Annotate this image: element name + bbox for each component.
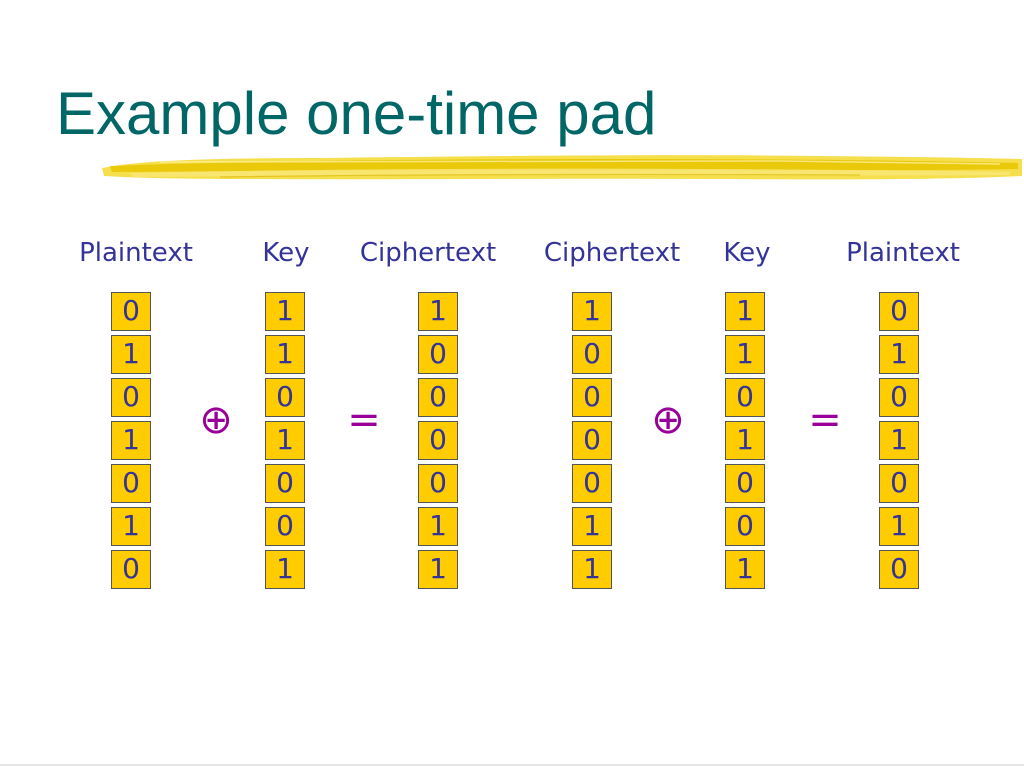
bit-cell: 0 — [265, 378, 305, 417]
bit-cell: 0 — [572, 335, 612, 374]
bit-column-key-2: 1 1 0 1 0 0 1 — [725, 292, 765, 593]
bit-cell: 0 — [572, 378, 612, 417]
label-key-2: Key — [723, 238, 771, 268]
bit-cell: 1 — [418, 550, 458, 589]
bit-cell: 1 — [111, 421, 151, 460]
xor-operator: ⊕ — [199, 397, 233, 443]
equals-operator: = — [347, 397, 381, 443]
bit-cell: 0 — [879, 550, 919, 589]
bit-cell: 0 — [418, 464, 458, 503]
bit-cell: 1 — [418, 507, 458, 546]
bit-cell: 0 — [879, 464, 919, 503]
bit-column-ciphertext-2: 1 0 0 0 0 1 1 — [572, 292, 612, 593]
bit-cell: 1 — [265, 335, 305, 374]
bit-cell: 1 — [725, 335, 765, 374]
xor-operator-2: ⊕ — [651, 397, 685, 443]
bit-cell: 0 — [725, 378, 765, 417]
label-plaintext: Plaintext — [79, 238, 193, 268]
bit-cell: 0 — [418, 421, 458, 460]
bit-cell: 0 — [879, 378, 919, 417]
slide-title: Example one-time pad — [56, 80, 657, 147]
bit-cell: 0 — [265, 464, 305, 503]
bit-cell: 1 — [725, 421, 765, 460]
brush-stroke-underline — [102, 155, 1022, 180]
label-key: Key — [262, 238, 310, 268]
bit-cell: 0 — [725, 507, 765, 546]
bit-cell: 1 — [111, 335, 151, 374]
bit-column-plaintext-2: 0 1 0 1 0 1 0 — [879, 292, 919, 593]
bit-cell: 1 — [572, 507, 612, 546]
bit-cell: 1 — [265, 550, 305, 589]
bit-cell: 1 — [879, 421, 919, 460]
bit-cell: 0 — [572, 464, 612, 503]
bit-cell: 0 — [725, 464, 765, 503]
bit-cell: 1 — [879, 335, 919, 374]
bit-column-key: 1 1 0 1 0 0 1 — [265, 292, 305, 593]
bit-cell: 1 — [111, 507, 151, 546]
bit-cell: 0 — [111, 292, 151, 331]
bottom-divider — [0, 764, 1024, 766]
bit-column-plaintext: 0 1 0 1 0 1 0 — [111, 292, 151, 593]
equals-operator-2: = — [808, 397, 842, 443]
bit-cell: 0 — [111, 550, 151, 589]
bit-cell: 0 — [879, 292, 919, 331]
label-ciphertext: Ciphertext — [359, 238, 497, 268]
bit-cell: 0 — [265, 507, 305, 546]
bit-cell: 1 — [879, 507, 919, 546]
bit-cell: 0 — [418, 335, 458, 374]
bit-cell: 0 — [572, 421, 612, 460]
bit-cell: 1 — [265, 292, 305, 331]
label-plaintext-2: Plaintext — [846, 238, 960, 268]
bit-cell: 0 — [111, 378, 151, 417]
bit-cell: 1 — [725, 292, 765, 331]
bit-cell: 1 — [572, 550, 612, 589]
label-ciphertext-2: Ciphertext — [543, 238, 681, 268]
bit-column-ciphertext: 1 0 0 0 0 1 1 — [418, 292, 458, 593]
bit-cell: 1 — [725, 550, 765, 589]
bit-cell: 0 — [111, 464, 151, 503]
bit-cell: 1 — [265, 421, 305, 460]
bit-cell: 1 — [418, 292, 458, 331]
bit-cell: 0 — [418, 378, 458, 417]
bit-cell: 1 — [572, 292, 612, 331]
